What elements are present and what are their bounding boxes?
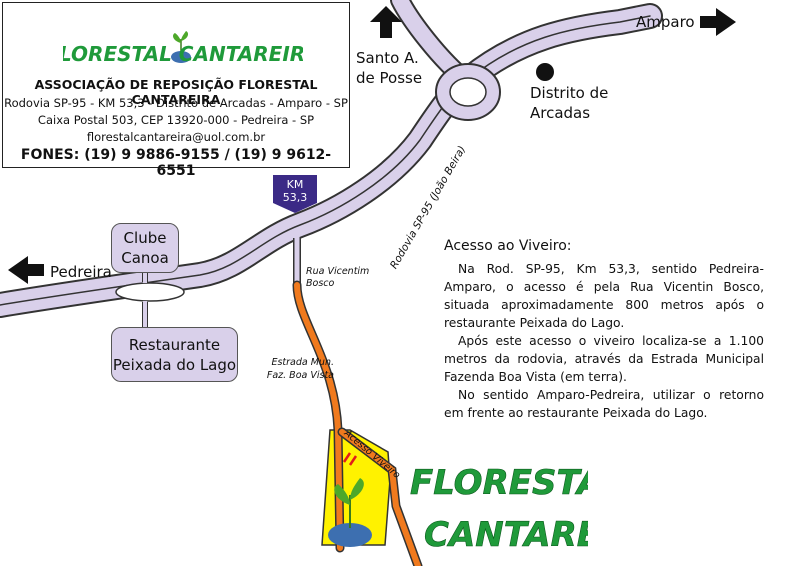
clube-line2: Canoa (121, 249, 169, 267)
logo-plant-icon (171, 31, 191, 63)
rua-line2: Bosco (306, 278, 335, 289)
info-header-panel: FLORESTAL CANTAREIRA ASSOCIAÇÃO DE REPOS… (2, 2, 350, 179)
address-line-1: Rodovia SP-95 - KM 53,3 - Distrito de Ar… (4, 96, 348, 110)
access-info: Acesso ao Viveiro: Na Rod. SP-95, Km 53,… (444, 238, 764, 422)
roundabout (435, 63, 501, 121)
logo-text: FLORESTAL CANTAREIRA (63, 42, 303, 66)
estrada-label: Estrada Mun. Faz. Boa Vista (258, 356, 334, 382)
clube-line1: Clube (123, 229, 167, 247)
clube-canoa-box: Clube Canoa (111, 223, 179, 273)
distrito-arcadas-label: Distrito de Arcadas (530, 83, 608, 123)
arcadas-dot-icon (536, 63, 554, 81)
return-loop (115, 282, 185, 302)
address-line-2: Caixa Postal 503, CEP 13920-000 - Pedrei… (37, 113, 315, 127)
info-paragraph-2: Após este acesso o viveiro localiza-se a… (444, 334, 764, 384)
amparo-label: Amparo (636, 13, 695, 31)
distrito-line2: Arcadas (530, 104, 591, 122)
big-logo-line1: FLORESTAL (410, 463, 588, 503)
plant-icon (328, 478, 372, 547)
estrada-line2: Faz. Boa Vista (266, 370, 334, 381)
organization-name: ASSOCIAÇÃO DE REPOSIÇÃO FLORESTAL CANTAR… (34, 77, 318, 107)
rua-line1: Rua Vicentim (306, 266, 370, 277)
restaurante-box: Restaurante Peixada do Lago (111, 327, 238, 382)
info-paragraph-3: No sentido Amparo-Pedreira, utilizar o r… (444, 388, 764, 420)
arrow-left-icon (8, 256, 44, 284)
florestal-logo: FLORESTAL CANTAREIRA (63, 31, 303, 66)
km-label: KM (286, 178, 304, 191)
florestal-big-logo: FLORESTAL CANTAREIRA (410, 463, 588, 556)
santo-a-line1: Santo A. (356, 49, 419, 67)
km-badge (273, 175, 317, 213)
arrow-right-icon (700, 8, 736, 36)
santo-a-line2: de Posse (356, 69, 423, 87)
pedreira-label: Pedreira (50, 263, 112, 281)
phone-numbers: FONES: (19) 9 9886-9155 / (19) 9 9612-65… (20, 147, 332, 179)
entrance-marks (342, 452, 358, 466)
km-marker: KM 53,3 (273, 175, 317, 211)
email-address[interactable]: florestalcantareira@uol.com.br (86, 130, 266, 144)
info-paragraph-1: Na Rod. SP-95, Km 53,3, sentido Pedreira… (444, 262, 764, 330)
info-title: Acesso ao Viveiro: (444, 238, 572, 254)
access-road (292, 280, 423, 566)
estrada-line1: Estrada Mun. (271, 357, 334, 368)
arrow-up-icon (370, 6, 402, 38)
restaurante-line2: Peixada do Lago (112, 355, 237, 374)
rua-vicentim-label: Rua Vicentim Bosco (306, 266, 369, 290)
santo-a-label: Santo A. de Posse (356, 48, 422, 88)
km-value: 53,3 (282, 191, 308, 204)
distrito-line1: Distrito de (530, 84, 609, 102)
restaurante-line1: Restaurante (128, 335, 221, 354)
big-logo-line2: CANTAREIRA (424, 515, 588, 555)
